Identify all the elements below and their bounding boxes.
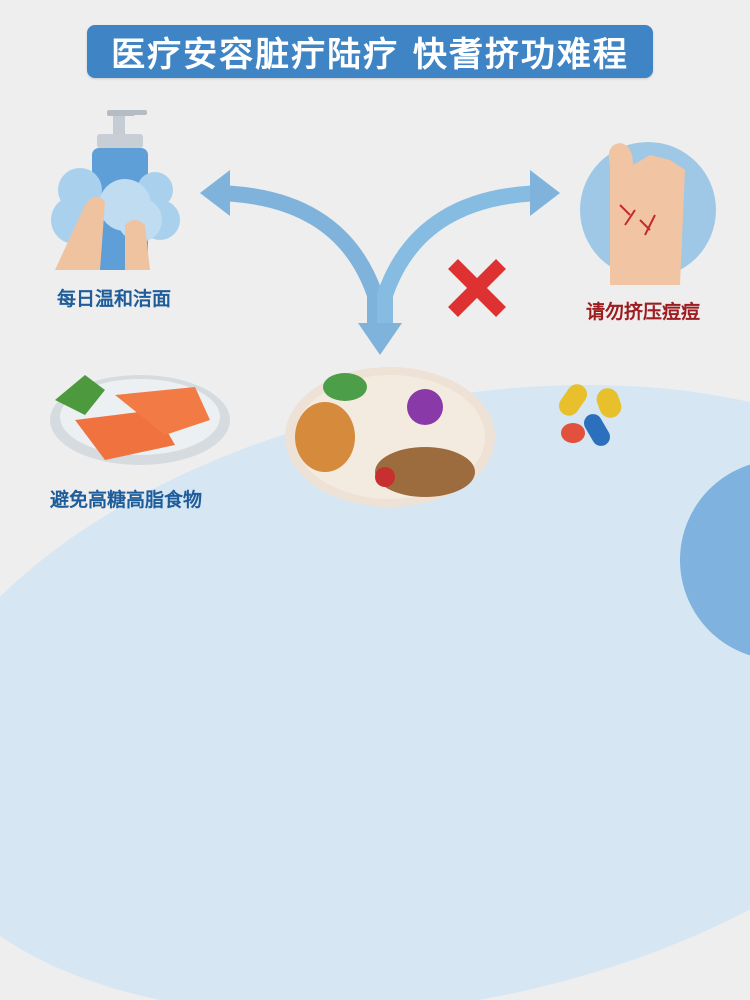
- title-banner: 医疗安容脏疔陆疗 快耆挤功难程: [87, 25, 653, 78]
- cleanser-bottle-hands-icon: [51, 110, 180, 270]
- label-avoid-food: 避免高糖高脂食物: [50, 489, 203, 511]
- pills-icon: [558, 384, 622, 446]
- salmon-plate-icon: [50, 375, 230, 465]
- pimple-hand-icon: [580, 142, 716, 285]
- page-title: 医疗安容脏疔陆疗 快耆挤功难程: [111, 35, 629, 75]
- red-x-icon: [448, 259, 506, 317]
- label-cleanse: 每日温和洁面: [57, 288, 172, 310]
- label-no-squeeze: 请勿挤压痘痘: [586, 301, 701, 323]
- balanced-meal-plate-icon: [285, 367, 495, 507]
- branching-arrows-icon: [200, 170, 560, 355]
